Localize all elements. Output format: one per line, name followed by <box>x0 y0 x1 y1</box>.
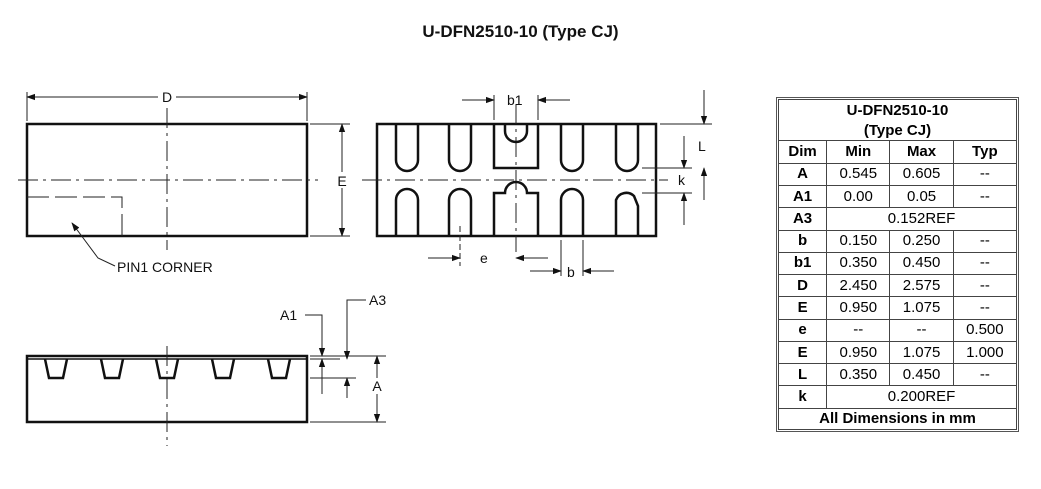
pad-top-4 <box>559 124 585 173</box>
cell-min: 0.950 <box>826 340 891 365</box>
cell-typ: -- <box>952 274 1018 298</box>
table-row: A1 0.00 0.05 -- <box>777 184 1018 209</box>
dim-e-label: e <box>480 250 488 266</box>
table-row: b 0.150 0.250 -- <box>777 229 1018 253</box>
pin1-corner-outline <box>27 196 123 236</box>
pad-bottom-1 <box>394 187 420 236</box>
cell-max: 0.450 <box>889 251 954 276</box>
pad-bottom-4 <box>559 187 585 236</box>
pad-bottom-3-center <box>492 180 540 236</box>
cell-max: 2.575 <box>889 274 954 298</box>
side-view: A1 A3 A <box>25 292 386 446</box>
col-header-typ: Typ <box>952 140 1018 164</box>
dim-b-label: b <box>567 264 575 280</box>
dim-L-label: L <box>698 138 706 154</box>
col-header-min: Min <box>826 140 891 164</box>
dim-A3-leader <box>343 299 366 360</box>
cell-typ: -- <box>952 184 1018 209</box>
table-title-row-1: U-DFN2510-10 <box>778 99 1017 121</box>
cell-dim: A <box>777 162 828 186</box>
lead-5 <box>266 358 292 380</box>
cell-max: 0.450 <box>889 363 954 387</box>
cell-max: 0.605 <box>889 162 954 186</box>
cell-min: 0.350 <box>826 251 891 276</box>
cell-max: 1.075 <box>889 340 954 365</box>
cell-max: 0.250 <box>889 229 954 253</box>
dimensions-table: U-DFN2510-10 (Type CJ) Dim Min Max Typ A… <box>776 97 1019 432</box>
table-row: k 0.200REF <box>777 385 1017 409</box>
table-row: b1 0.350 0.450 -- <box>777 251 1018 276</box>
dim-A1-leader <box>305 314 326 357</box>
top-view: D E PIN1 CORNER <box>18 89 350 275</box>
pad-bottom-2 <box>447 187 473 236</box>
dim-E-label: E <box>337 173 346 189</box>
dim-A1-label: A1 <box>280 307 297 323</box>
table-footer-row: All Dimensions in mm <box>778 407 1017 431</box>
drawing-title: U-DFN2510-10 (Type CJ) <box>422 22 619 41</box>
cell-dim: A3 <box>777 207 828 231</box>
cell-min: -- <box>826 318 891 342</box>
cell-max: 0.05 <box>889 184 954 209</box>
cell-min: 0.00 <box>826 184 891 209</box>
dim-A3-label: A3 <box>369 292 386 308</box>
cell-dim: e <box>777 318 828 342</box>
cell-dim: E <box>777 340 828 365</box>
table-title-row-2: (Type CJ) <box>778 120 1017 142</box>
pin1-corner-label: PIN1 CORNER <box>117 259 213 275</box>
cell-min: 0.950 <box>826 296 891 320</box>
cell-typ: -- <box>952 296 1018 320</box>
table-row: D 2.450 2.575 -- <box>777 274 1018 298</box>
cell-min: 0.545 <box>826 162 891 186</box>
cell-min: 0.150 <box>826 229 891 253</box>
cell-dim: A1 <box>777 184 828 209</box>
col-header-max: Max <box>889 140 954 164</box>
cell-typ: -- <box>952 251 1018 276</box>
lead-4 <box>210 358 236 380</box>
table-row: L 0.350 0.450 -- <box>777 363 1018 387</box>
lead-2 <box>99 358 125 380</box>
pad-top-5 <box>614 124 640 173</box>
table-row: A3 0.152REF <box>777 207 1017 231</box>
dim-k-label: k <box>678 172 686 188</box>
cell-typ: 1.000 <box>952 340 1018 365</box>
pin1-leader <box>71 222 116 267</box>
table-title-line2: (Type CJ) <box>778 120 1017 142</box>
table-title-line1: U-DFN2510-10 <box>778 99 1017 121</box>
dim-D-label: D <box>162 89 172 105</box>
cell-max: -- <box>889 318 954 342</box>
table-row: E 0.950 1.075 1.000 <box>777 340 1018 365</box>
dim-A-label: A <box>372 378 382 394</box>
cell-dim: D <box>777 274 828 298</box>
cell-min: 0.350 <box>826 363 891 387</box>
cell-typ: -- <box>952 363 1018 387</box>
cell-dim: E <box>777 296 828 320</box>
bottom-view: b1 L k e b <box>362 90 712 280</box>
cell-min: 2.450 <box>826 274 891 298</box>
cell-typ: -- <box>952 162 1018 186</box>
cell-dim: L <box>777 363 828 387</box>
lead-3 <box>154 358 180 380</box>
pad-top-1 <box>394 124 420 173</box>
pad-top-2 <box>447 124 473 173</box>
cell-max: 1.075 <box>889 296 954 320</box>
table-row: E 0.950 1.075 -- <box>777 296 1018 320</box>
table-row: e -- -- 0.500 <box>777 318 1018 342</box>
cell-dim: b1 <box>777 251 828 276</box>
pad-bottom-5-pin1 <box>614 191 640 236</box>
dim-b1-label: b1 <box>507 92 523 108</box>
table-header-row: Dim Min Max Typ <box>777 140 1018 164</box>
table-footer: All Dimensions in mm <box>778 407 1017 431</box>
cell-typ: -- <box>952 229 1018 253</box>
pad-top-3-center <box>492 124 540 170</box>
cell-dim: k <box>777 385 828 409</box>
table-row: A 0.545 0.605 -- <box>777 162 1018 186</box>
cell-merged: 0.152REF <box>826 207 1017 231</box>
cell-dim: b <box>777 229 828 253</box>
lead-1 <box>43 358 69 380</box>
cell-typ: 0.500 <box>952 318 1018 342</box>
cell-merged: 0.200REF <box>826 385 1017 409</box>
col-header-dim: Dim <box>777 140 828 164</box>
